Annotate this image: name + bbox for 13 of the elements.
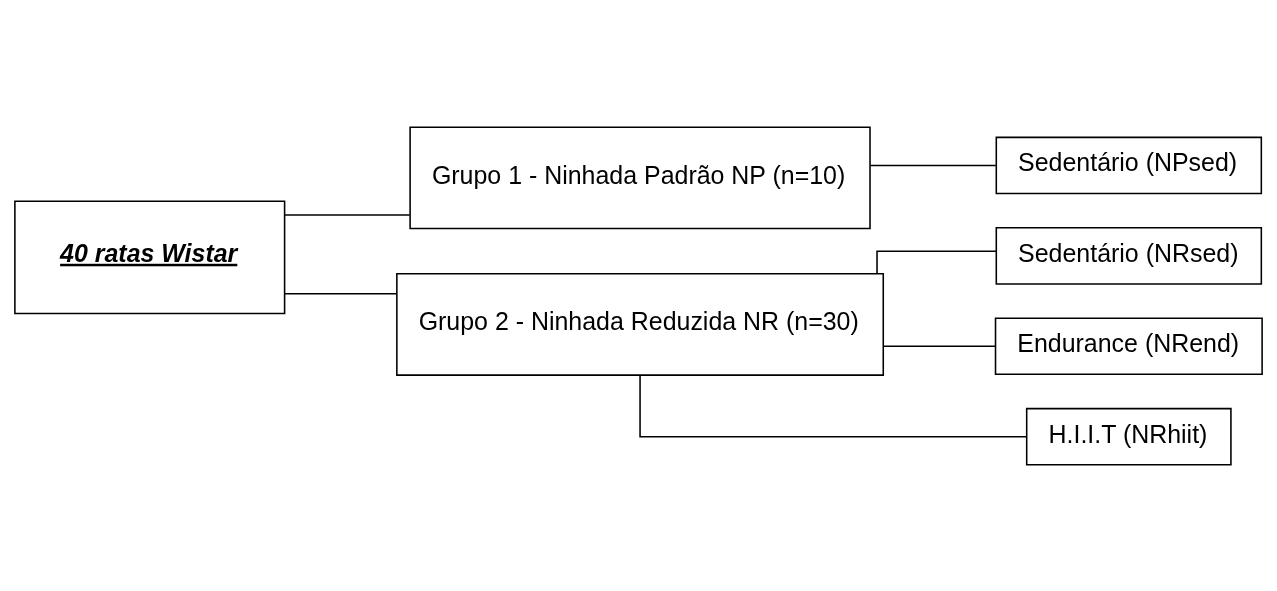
connector: [876, 249, 998, 274]
node-box: Grupo 1 - Ninhada Padrão NP (n=10): [409, 125, 871, 229]
node-box: Sedentário (NPsed): [995, 136, 1263, 194]
connector: [284, 213, 411, 216]
node-box: Endurance (NRend): [994, 316, 1263, 375]
connector: [639, 374, 1028, 437]
connector: [882, 345, 997, 347]
node-box: Grupo 2 - Ninhada Reduzida NR (n=30): [396, 272, 885, 376]
node-box: Sedentário (NRsed): [995, 226, 1263, 285]
node-box: H.I.I.T (NRhiit): [1025, 407, 1232, 466]
connector: [284, 292, 398, 294]
connector: [869, 164, 997, 166]
node-box: 40 ratas Wistar: [14, 200, 286, 314]
